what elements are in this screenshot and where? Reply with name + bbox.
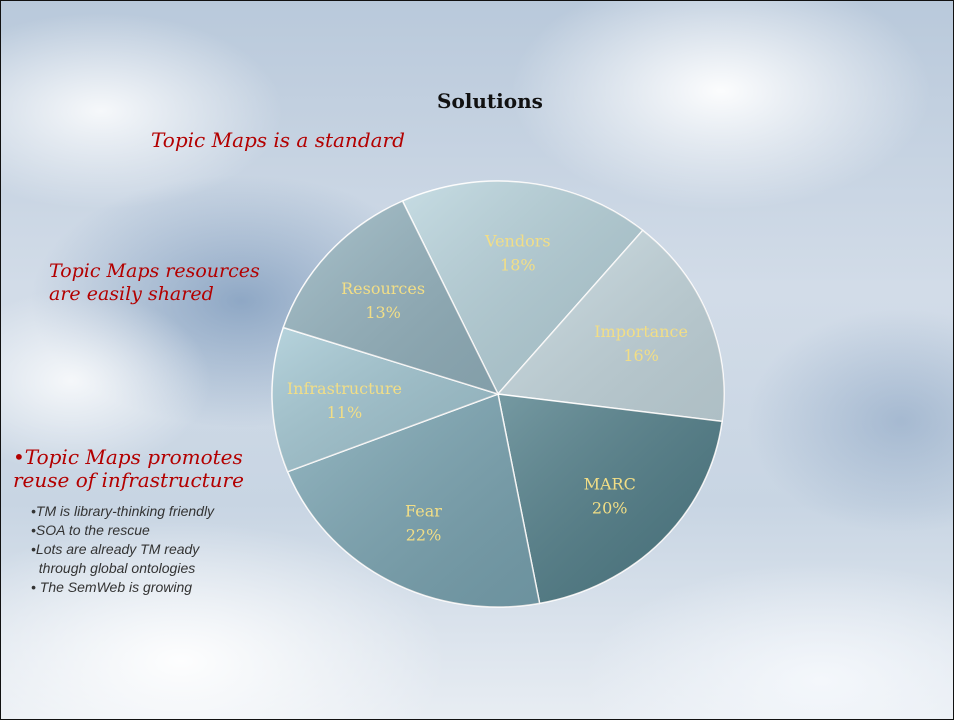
bullet-item: through global ontologies bbox=[31, 560, 196, 576]
bullet-item: •SOA to the rescue bbox=[31, 522, 150, 538]
pie-slice-shade bbox=[283, 201, 498, 394]
note-promotes-line1: •Topic Maps promotes bbox=[13, 445, 243, 469]
slice-value-infrastructure: 11% bbox=[327, 403, 363, 422]
bullet-item: • The SemWeb is growing bbox=[31, 579, 193, 595]
note-promotes: •Topic Maps promotes reuse of infrastruc… bbox=[13, 446, 244, 492]
slice-label-fear: Fear bbox=[405, 502, 442, 521]
note-shared-line1: Topic Maps resources bbox=[49, 260, 260, 282]
pie-slice-shade bbox=[498, 230, 724, 422]
slice-value-fear: 22% bbox=[406, 526, 442, 545]
pie-slice-shade bbox=[272, 327, 498, 472]
note-standard: Topic Maps is a standard bbox=[151, 128, 405, 152]
slice-label-infrastructure: Infrastructure bbox=[287, 379, 402, 398]
slice-value-vendors: 18% bbox=[500, 255, 536, 274]
slice-label-resources: Resources bbox=[341, 279, 425, 298]
chart-title: Solutions bbox=[437, 89, 543, 113]
slice-value-resources: 13% bbox=[365, 303, 401, 322]
slice-label-importance: Importance bbox=[594, 322, 688, 341]
note-shared: Topic Maps resources are easily shared bbox=[49, 260, 260, 306]
slice-value-marc: 20% bbox=[592, 499, 628, 518]
note-shared-line2: are easily shared bbox=[49, 283, 214, 305]
note-promotes-line2: reuse of infrastructure bbox=[13, 468, 244, 492]
bullet-list: •TM is library-thinking friendly •SOA to… bbox=[31, 502, 214, 597]
slice-value-importance: 16% bbox=[623, 346, 659, 365]
pie-slice-shade bbox=[287, 394, 540, 608]
pie-slice-shade bbox=[402, 181, 643, 394]
bullet-item: •TM is library-thinking friendly bbox=[31, 503, 215, 519]
pie-slice-shade bbox=[498, 394, 723, 604]
slice-label-vendors: Vendors bbox=[484, 231, 551, 250]
slice-label-marc: MARC bbox=[584, 475, 636, 494]
bullet-item: •Lots are already TM ready bbox=[31, 541, 200, 557]
